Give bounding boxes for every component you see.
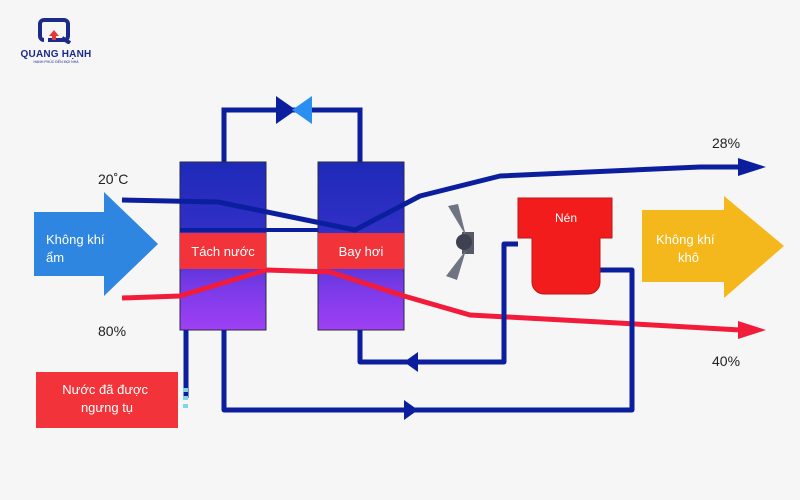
fan-icon [446, 204, 474, 280]
suction-arrowhead [404, 352, 418, 372]
temp-in-label: 20˚C [98, 171, 128, 187]
humid-air-label: Không khí ẩm [46, 232, 108, 265]
out-top-label: 28% [712, 135, 740, 151]
humidity-in-label: 80% [98, 323, 126, 339]
house-logo-icon [38, 18, 72, 45]
suction-pipe [357, 241, 518, 365]
expansion-valve-icon [276, 96, 312, 124]
brand-tagline: HẠNH PHÚC ĐẾN MỌI NHÀ [33, 60, 79, 64]
warm-air-line [121, 267, 741, 333]
out-bottom-label: 40% [712, 353, 740, 369]
cool-air-arrowhead [738, 158, 766, 176]
condensate-label-bg [36, 372, 178, 428]
warm-air-arrowhead [738, 321, 766, 339]
humid-air-arrow [34, 192, 158, 296]
dry-air-arrow [642, 196, 784, 298]
discharge-pipe [221, 267, 635, 413]
separator-label: Tách nước [191, 244, 255, 259]
refrigerant-top-pipe [221, 107, 363, 162]
brand-logo: QUANG HẠNH HẠNH PHÚC ĐẾN MỌI NHÀ [6, 16, 106, 64]
separator-label-bg [180, 233, 266, 269]
dry-air-label: Không khí khô [656, 232, 718, 265]
evaporator-label-bg [318, 233, 404, 269]
compressor-label: Nén [555, 211, 577, 225]
condensate-label: Nước đã được ngưng tụ [62, 382, 151, 415]
discharge-arrowhead [404, 400, 418, 420]
brand-name: QUANG HẠNH [20, 49, 92, 60]
compressor-unit [517, 197, 613, 295]
evaporator-label: Bay hơi [339, 244, 384, 259]
water-drops [183, 388, 188, 408]
cool-air-line [121, 164, 740, 233]
